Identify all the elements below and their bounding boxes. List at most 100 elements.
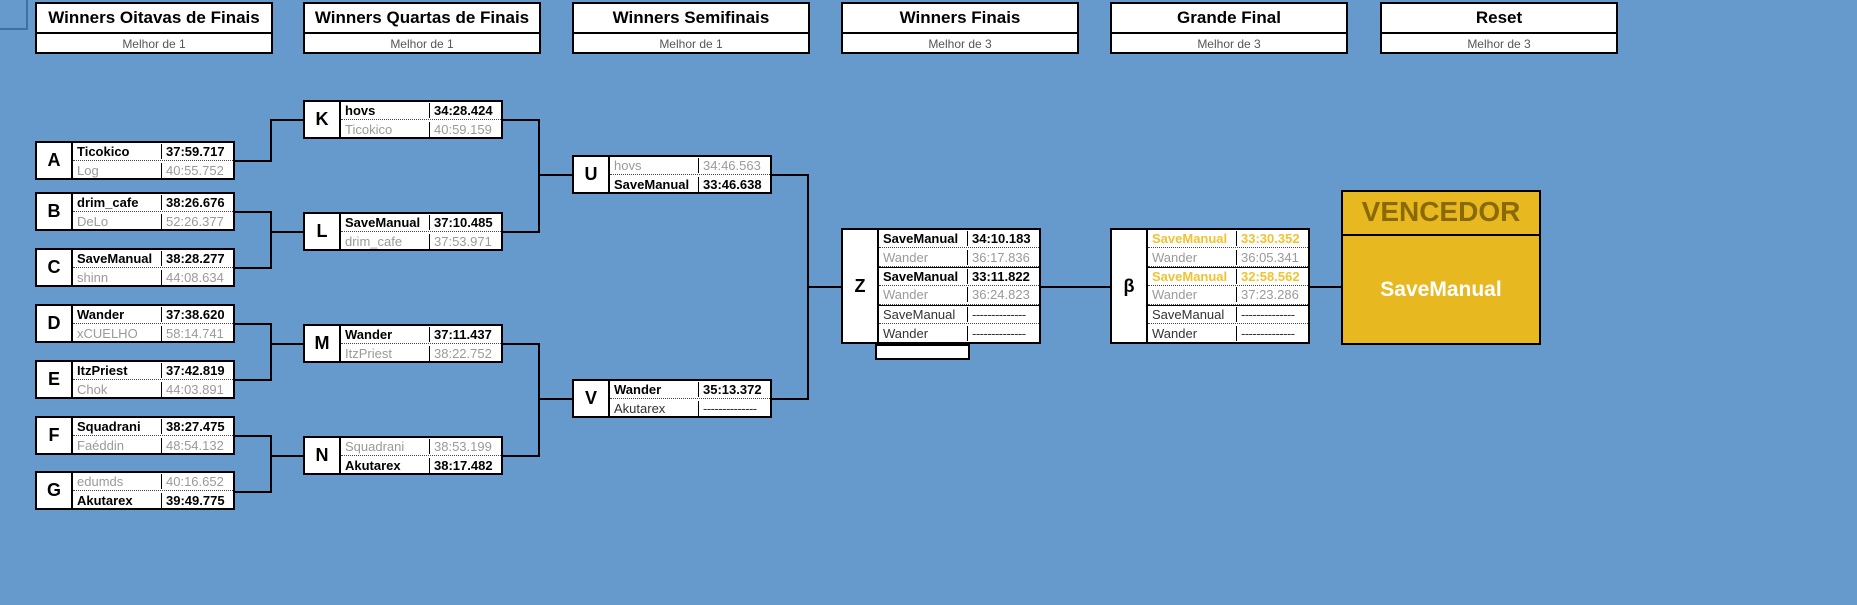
player-time: 36:17.836 [967, 249, 1039, 265]
connector-line [772, 174, 808, 176]
match-code-V: V [574, 381, 610, 416]
player-name: Wander [1152, 325, 1198, 341]
player-time: 34:46.563 [698, 158, 770, 173]
player-name: SaveManual [883, 269, 959, 285]
match-code-A: A [37, 143, 73, 178]
player-name: ItzPriest [77, 363, 128, 378]
connector-line [538, 343, 540, 457]
connector-line [235, 491, 271, 493]
match-row: hovs 34:28.424 [341, 102, 501, 120]
player-name: Squadrani [345, 439, 405, 454]
column-header-subtitle: Melhor de 1 [122, 37, 186, 51]
column-header-subtitle: Melhor de 1 [659, 37, 723, 51]
player-time: -------------- [1236, 306, 1308, 322]
player-name: SaveManual [1152, 231, 1228, 247]
player-time: 37:38.620 [161, 307, 233, 322]
connector-line [503, 231, 539, 233]
match-row: SaveManual 33:30.352 [1148, 230, 1308, 249]
match-code-U: U [574, 157, 610, 192]
column-header-title: Winners Semifinais [574, 4, 808, 34]
winner-title: VENCEDOR [1343, 192, 1539, 236]
player-time: 34:28.424 [429, 103, 501, 118]
column-header-title: Grande Final [1112, 4, 1346, 34]
connector-line [235, 267, 271, 269]
player-name: SaveManual [77, 251, 153, 266]
connector-line [235, 211, 271, 213]
column-header-title: Reset [1382, 4, 1616, 34]
player-name: Wander [1152, 249, 1198, 265]
match-row: Wander-------------- [1148, 324, 1308, 342]
player-time: 38:17.482 [429, 457, 501, 473]
player-time: 33:30.352 [1236, 231, 1308, 247]
connector-line [270, 323, 272, 381]
match-row: Wander-------------- [879, 324, 1039, 342]
player-time: 38:53.199 [429, 439, 501, 454]
column-header-title: Winners Oitavas de Finais [37, 4, 271, 34]
player-name: SaveManual [1152, 306, 1225, 322]
match-row: ItzPriest 37:42.819 [73, 362, 233, 380]
player-time: 38:27.475 [161, 419, 233, 434]
player-time: 36:24.823 [967, 287, 1039, 303]
connector-line [235, 379, 271, 381]
player-name: Akutarex [614, 400, 666, 416]
connector-line [538, 398, 572, 400]
player-name: SaveManual [883, 231, 959, 247]
player-name: xCUELHO [77, 325, 138, 341]
connector-line [270, 455, 303, 457]
connector-line [1041, 286, 1110, 288]
player-name: hovs [345, 103, 376, 118]
player-time: 37:11.437 [429, 327, 501, 342]
player-name: Ticokico [77, 144, 130, 159]
connector-line [235, 323, 271, 325]
player-time: 40:16.652 [161, 474, 233, 489]
connector-line [270, 435, 272, 493]
player-name: Wander [883, 287, 929, 303]
player-time: 37:42.819 [161, 363, 233, 378]
connector-line [235, 435, 271, 437]
player-name: Faéddin [77, 437, 124, 453]
match-code-C: C [37, 250, 73, 285]
player-name: drim_cafe [345, 233, 403, 249]
match-code-B: B [37, 194, 73, 229]
player-time: 32:58.562 [1236, 269, 1308, 285]
column-header-title: Winners Quartas de Finais [305, 4, 539, 34]
